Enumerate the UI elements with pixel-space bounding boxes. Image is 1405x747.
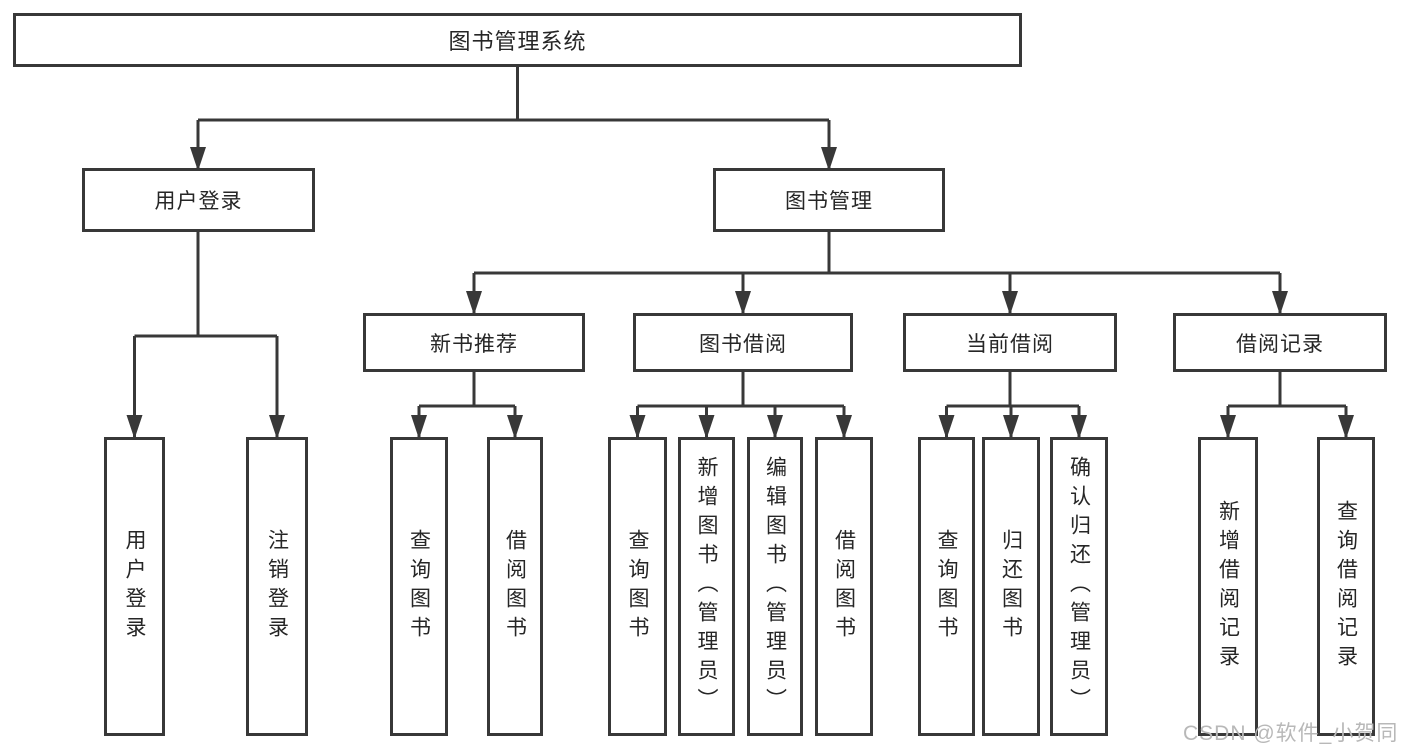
leaf-current-return-books: 归还图书 [982,437,1040,736]
node-book-management: 图书管理 [713,168,945,232]
leaf-current-confirm-return-admin: 确认归还（管理员） [1050,437,1108,736]
node-user-login: 用户登录 [82,168,315,232]
node-current-borrowing: 当前借阅 [903,313,1117,372]
leaf-borrow-borrow-books: 借阅图书 [815,437,873,736]
leaf-newbook-query-books: 查询图书 [390,437,448,736]
leaf-current-query-books: 查询图书 [918,437,975,736]
node-book-borrowing: 图书借阅 [633,313,853,372]
leaf-borrow-edit-books-admin: 编辑图书（管理员） [747,437,803,736]
leaf-user-login: 用户登录 [104,437,165,736]
leaf-records-query-record: 查询借阅记录 [1317,437,1375,736]
leaf-records-add-record: 新增借阅记录 [1198,437,1258,736]
node-borrowing-records: 借阅记录 [1173,313,1387,372]
leaf-borrow-add-books-admin: 新增图书（管理员） [678,437,735,736]
leaf-newbook-borrow-books: 借阅图书 [487,437,543,736]
watermark: CSDN @软件_小贺同学 [1183,722,1399,745]
leaf-borrow-query-books: 查询图书 [608,437,667,736]
node-root-system: 图书管理系统 [13,13,1022,67]
node-new-book-recommend: 新书推荐 [363,313,585,372]
leaf-logout: 注销登录 [246,437,308,736]
